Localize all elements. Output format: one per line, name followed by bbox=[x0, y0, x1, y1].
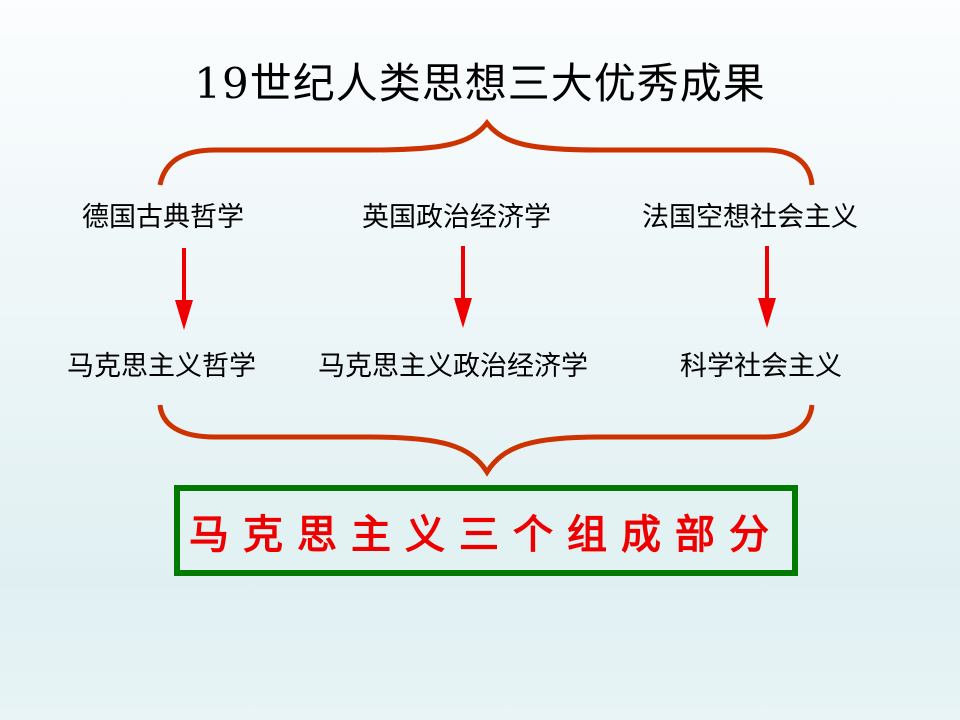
bottom-brace bbox=[157, 404, 815, 477]
source-british-economics: 英国政治经济学 bbox=[362, 202, 551, 233]
source-french-socialism: 法国空想社会主义 bbox=[642, 202, 858, 233]
arrow-down-icon bbox=[758, 246, 776, 328]
conclusion-box: 马克思主义三个组成部分 bbox=[174, 485, 798, 576]
result-scientific-socialism: 科学社会主义 bbox=[680, 351, 842, 382]
result-marxist-political-economy: 马克思主义政治经济学 bbox=[318, 351, 588, 382]
result-marxist-philosophy: 马克思主义哲学 bbox=[67, 351, 256, 382]
diagram-title: 19世纪人类思想三大优秀成果 bbox=[194, 59, 766, 108]
conclusion-text: 马克思主义三个组成部分 bbox=[189, 510, 783, 558]
top-brace bbox=[157, 118, 815, 186]
arrow-down-icon bbox=[175, 248, 193, 330]
arrow-down-icon bbox=[454, 246, 472, 328]
source-german-philosophy: 德国古典哲学 bbox=[82, 202, 244, 233]
